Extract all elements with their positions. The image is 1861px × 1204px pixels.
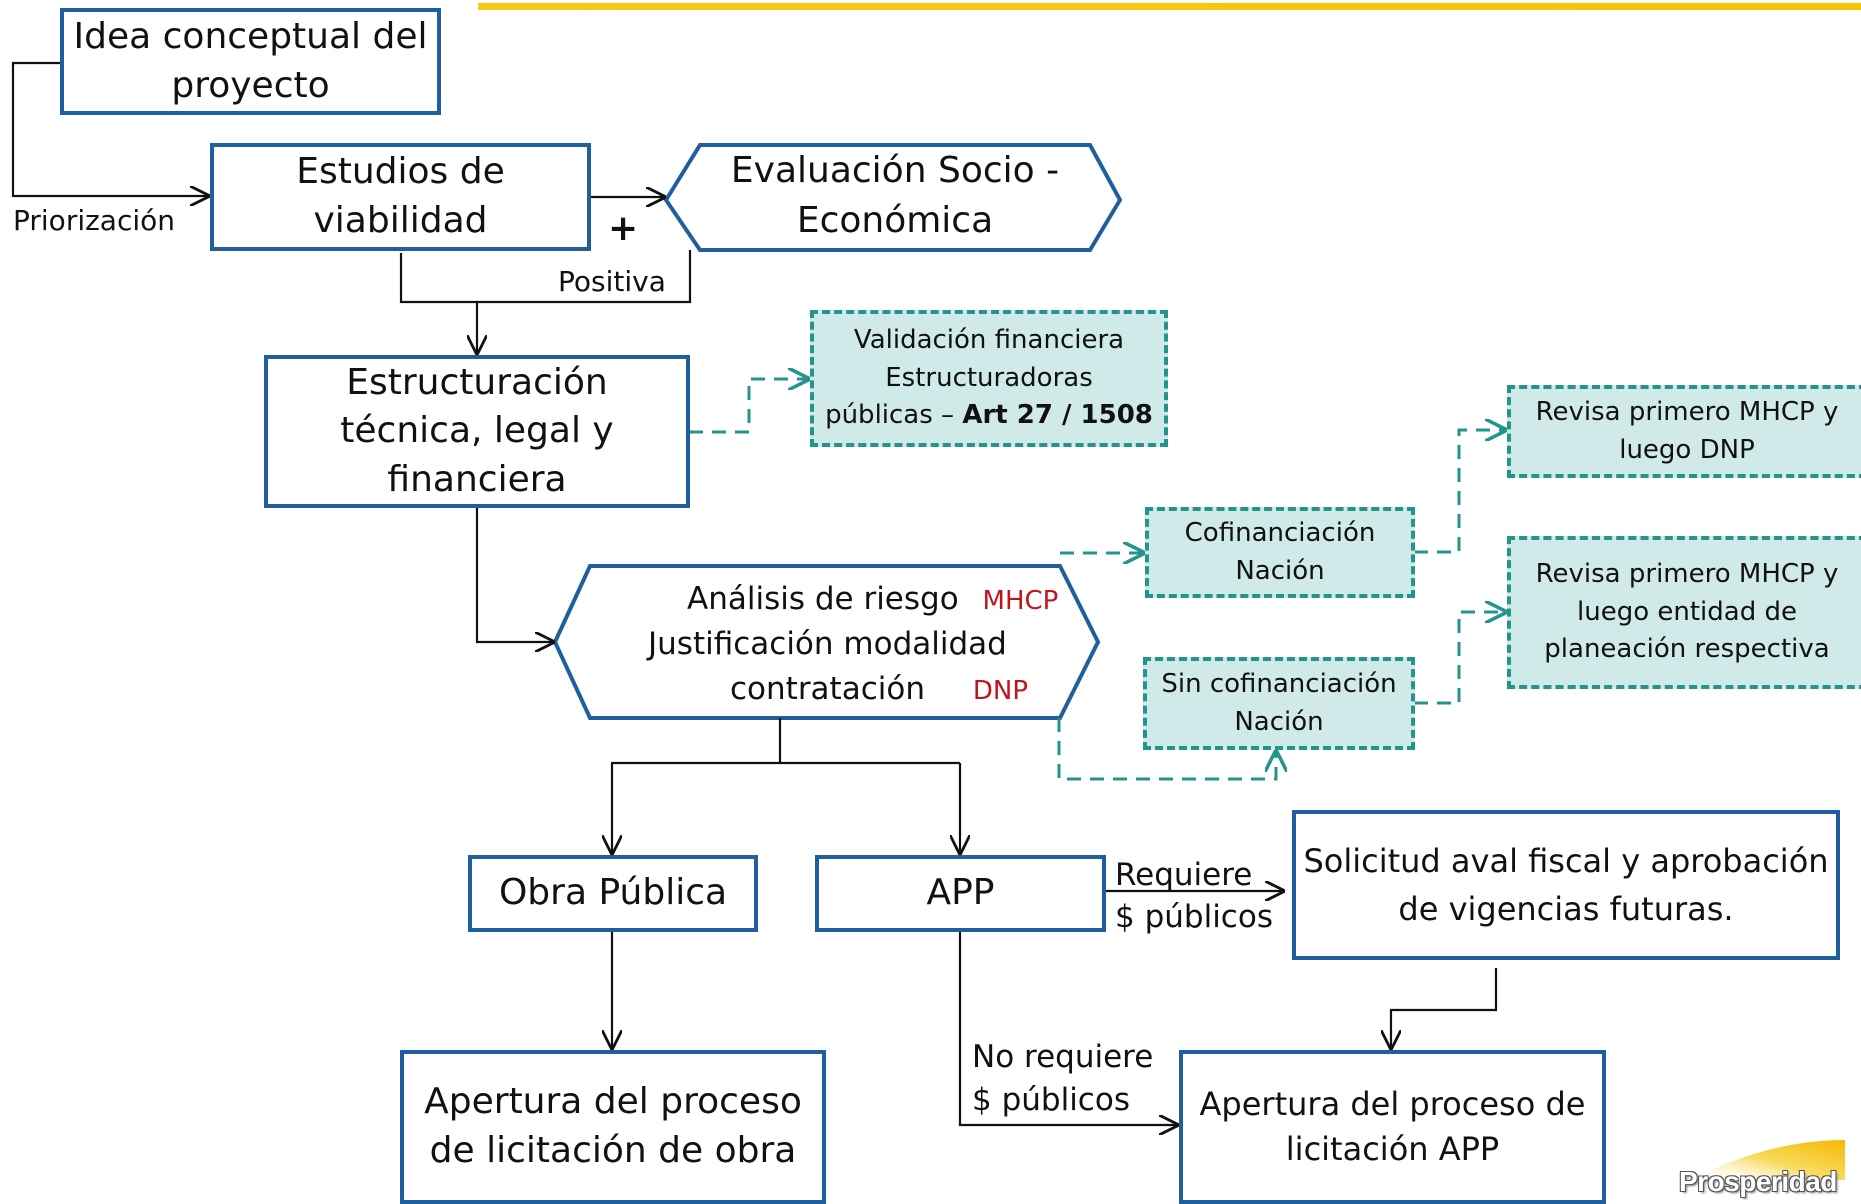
revisa-entidad-box: Revisa primero MHCP y luego entidad de p… xyxy=(1507,536,1861,689)
estructuracion-line-1: Estructuración xyxy=(346,361,608,403)
app-box: APP xyxy=(815,855,1106,932)
evaluacion-line-2: Económica xyxy=(796,200,994,242)
plus-sign: + xyxy=(608,208,639,249)
analisis-line-1: Análisis de riesgo MHCP xyxy=(687,577,1187,622)
cofinanciacion-box: Cofinanciación Nación xyxy=(1145,507,1415,598)
apertura-app-line-1: Apertura del proceso de xyxy=(1199,1085,1586,1124)
solicitud-box: Solicitud aval fiscal y aprobación de vi… xyxy=(1292,810,1840,960)
requiere-label: Requiere $ públicos xyxy=(1115,855,1273,939)
sin-cofinanciacion-line-1: Sin cofinanciación xyxy=(1161,668,1397,699)
analisis-line-3: contratación DNP xyxy=(730,667,1230,712)
cofinanciacion-line-1: Cofinanciación xyxy=(1184,517,1376,548)
logo-swoosh xyxy=(1690,1140,1845,1180)
estructuracion-box: Estructuración técnica, legal y financie… xyxy=(264,355,690,508)
estudios-line-1: Estudios de xyxy=(296,151,505,193)
priorizacion-label: Priorización xyxy=(13,204,176,237)
evaluacion-shape xyxy=(663,143,1123,252)
revisa-dnp-box: Revisa primero MHCP y luego DNP xyxy=(1507,385,1861,478)
apertura-app-line-2: licitación APP xyxy=(1285,1130,1500,1168)
validacion-article: Art 27 / 1508 xyxy=(962,400,1153,431)
estudios-line-2: viabilidad xyxy=(313,200,488,241)
apertura-obra-line-2: de licitación de obra xyxy=(429,1130,797,1171)
solicitud-line-2: de vigencias futuras. xyxy=(1398,890,1734,928)
analisis-title: Análisis de riesgo xyxy=(687,581,959,617)
mhcp-tag: MHCP xyxy=(982,586,1059,616)
validacion-line-1: Validación financiera xyxy=(853,324,1125,355)
analisis-shape xyxy=(552,564,1101,720)
sin-cofinanciacion-box: Sin cofinanciación Nación xyxy=(1143,657,1415,750)
top-accent-bar xyxy=(478,3,1861,10)
validacion-line-3: públicas – Art 27 / 1508 xyxy=(825,397,1153,435)
revisa-entidad-line-1: Revisa primero MHCP y xyxy=(1535,558,1839,589)
idea-box: Idea conceptual del proyecto xyxy=(60,8,441,115)
solid-connectors xyxy=(11,61,1498,1125)
revisa-dnp-line-2: luego DNP xyxy=(1619,434,1755,465)
estudios-box: Estudios de viabilidad xyxy=(210,143,591,251)
no-requiere-label: No requiere $ públicos xyxy=(972,1036,1153,1123)
dnp-tag: DNP xyxy=(972,675,1028,706)
analisis-line-2: Justificación modalidad xyxy=(648,625,1007,662)
evaluacion-text: Evaluación Socio - Económica xyxy=(700,146,1090,247)
app-label: APP xyxy=(926,872,995,914)
analisis-contratacion: contratación xyxy=(730,670,925,707)
estructuracion-line-3: financiera xyxy=(387,458,567,500)
idea-line-1: Idea conceptual del xyxy=(73,15,428,57)
sin-cofinanciacion-line-2: Nación xyxy=(1234,706,1324,737)
solicitud-line-1: Solicitud aval fiscal y aprobación xyxy=(1303,842,1829,880)
idea-line-2: proyecto xyxy=(171,64,330,106)
no-requiere-line-1: No requiere xyxy=(972,1039,1154,1075)
evaluacion-line-1: Evaluación Socio - xyxy=(730,150,1060,191)
apertura-obra-box: Apertura del proceso de licitación de ob… xyxy=(400,1050,826,1204)
validacion-line-3a: públicas – xyxy=(825,400,963,431)
validacion-box: Validación financiera Estructuradoras pú… xyxy=(810,310,1168,447)
validacion-line-2: Estructuradoras xyxy=(885,362,1093,393)
obra-publica-label: Obra Pública xyxy=(498,872,728,914)
no-requiere-line-2: $ públicos xyxy=(972,1082,1130,1119)
cofinanciacion-line-2: Nación xyxy=(1235,555,1325,586)
revisa-entidad-line-3: planeación respectiva xyxy=(1544,634,1830,665)
estructuracion-line-2: técnica, legal y xyxy=(340,410,614,452)
prosperidad-logo: Prosperidad xyxy=(1679,1166,1837,1197)
obra-publica-box: Obra Pública xyxy=(468,855,758,932)
apertura-app-box: Apertura del proceso de licitación APP xyxy=(1179,1050,1606,1204)
revisa-dnp-line-1: Revisa primero MHCP y xyxy=(1535,396,1839,427)
dashed-connectors xyxy=(689,379,1505,781)
requiere-line-2: $ públicos xyxy=(1115,898,1273,935)
positiva-label: Positiva xyxy=(558,265,666,298)
requiere-line-1: Requiere xyxy=(1115,857,1253,893)
revisa-entidad-line-2: luego entidad de xyxy=(1577,596,1797,627)
apertura-obra-line-1: Apertura del proceso xyxy=(424,1081,802,1123)
analisis-text: Análisis de riesgo MHCP Justificación mo… xyxy=(580,577,1080,712)
